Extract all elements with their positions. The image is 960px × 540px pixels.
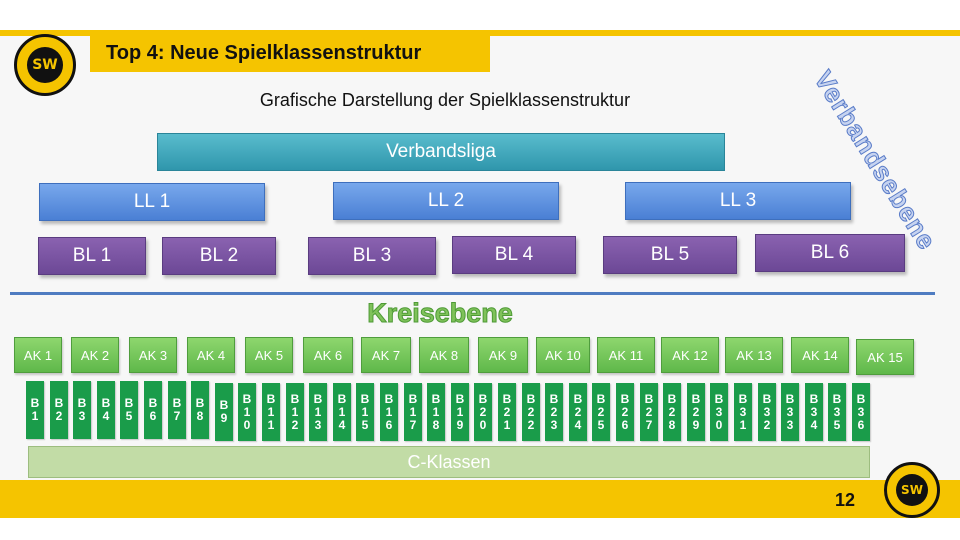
diagram-subtitle: Grafische Darstellung der Spielklassenst… [259,90,631,110]
club-logo: SW [884,462,940,518]
a-klasse-box: AK 3 [129,337,177,373]
a-klasse-box: AK 10 [536,337,590,373]
c-klassen-box: C-Klassen [28,446,870,478]
a-klasse-box: AK 11 [597,337,655,373]
a-klasse-box: AK 14 [791,337,849,373]
level-divider [10,292,935,295]
logo-text: SW [27,47,63,83]
bezirksliga-box: BL 5 [603,236,737,274]
a-klasse-box: AK 9 [478,337,528,373]
bezirksliga-box: BL 2 [162,237,276,275]
landesliga-box: LL 3 [625,182,851,220]
bottom-accent-bar [0,480,960,518]
a-klasse-box: AK 2 [71,337,119,373]
kreisebene-label: Kreisebene [367,298,514,329]
top-accent-bar [0,30,960,36]
bezirksliga-box: BL 4 [452,236,576,274]
slide-title: Top 4: Neue Spielklassenstruktur [90,34,490,72]
a-klasse-box: AK 7 [361,337,411,373]
a-klasse-box: AK 6 [303,337,353,373]
a-klasse-box: AK 8 [419,337,469,373]
page-number: 12 [835,490,856,510]
a-klasse-box: AK 4 [187,337,235,373]
a-klasse-box: AK 5 [245,337,293,373]
bezirksliga-box: BL 6 [755,234,905,272]
a-klasse-box: AK 1 [14,337,62,373]
landesliga-box: LL 2 [333,182,559,220]
a-klasse-box: AK 15 [856,339,914,375]
bezirksliga-box: BL 3 [308,237,436,275]
a-klasse-box: AK 13 [725,337,783,373]
logo-text: SW [896,474,928,506]
landesliga-box: LL 1 [39,183,265,221]
bezirksliga-box: BL 1 [38,237,146,275]
club-logo: SW [14,34,76,96]
verbandsliga-box: Verbandsliga [157,133,725,171]
a-klasse-box: AK 12 [661,337,719,373]
